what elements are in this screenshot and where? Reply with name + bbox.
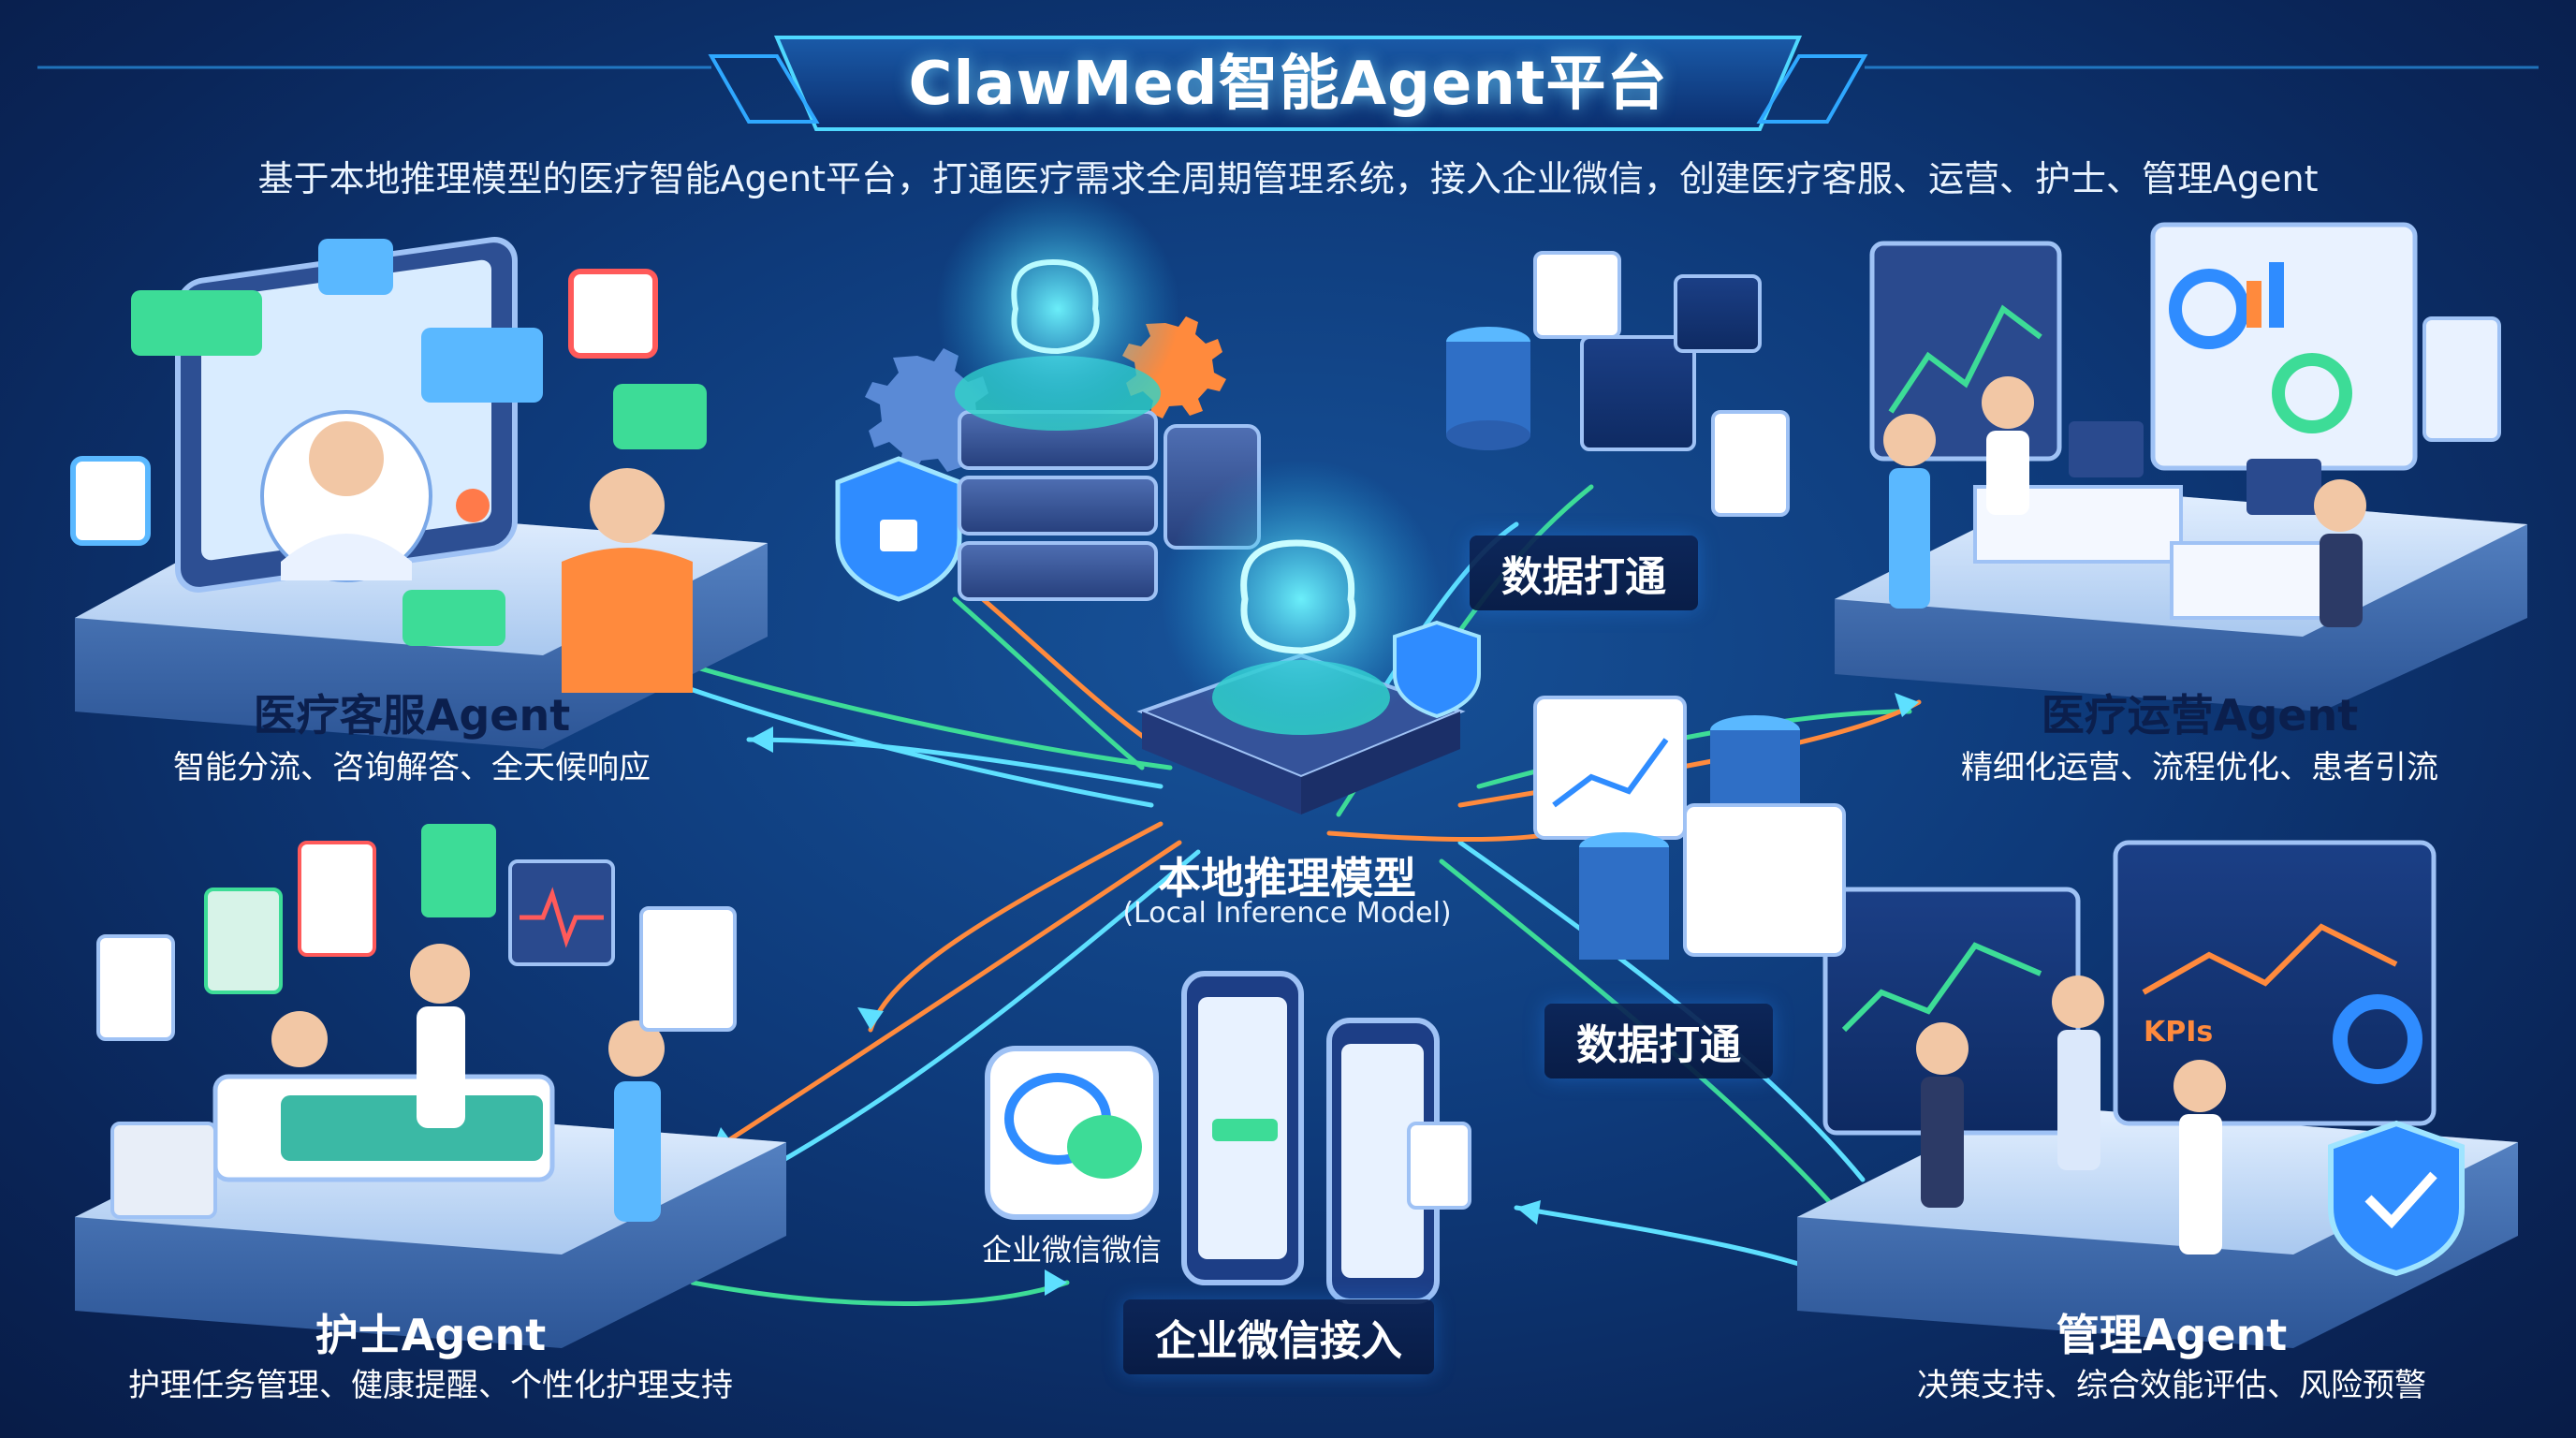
staff-figure — [1883, 414, 1936, 466]
operation-agent-desc: 精细化运营、流程优化、患者引流 — [1961, 749, 2438, 786]
chart-card-icon — [1533, 251, 1621, 339]
hologram-glow — [1161, 459, 1442, 740]
nurse-agent-scene — [75, 824, 786, 1348]
profile-card-icon — [1711, 410, 1790, 517]
chat-bubble-icon — [421, 328, 543, 403]
server-rack — [958, 541, 1158, 601]
chat-bubble-icon — [131, 290, 262, 356]
monitor-icon — [508, 859, 615, 966]
heart-card-icon — [421, 824, 496, 917]
profile-card-icon — [1407, 1122, 1471, 1210]
data-stack-top — [1446, 251, 1790, 517]
brain-icon — [1011, 258, 1100, 355]
hologram-glow — [936, 187, 1179, 431]
manager-figure — [2052, 976, 2104, 1028]
dashboard-kpi-label: KPIs — [2144, 1016, 2214, 1049]
operation-agent-title: 医疗运营Agent — [2041, 690, 2359, 741]
nurse-agent-desc: 护理任务管理、健康提醒、个性化护理支持 — [128, 1367, 733, 1404]
dashboard-screen — [2422, 316, 2501, 442]
staff-figure — [2314, 479, 2366, 532]
operation-agent-scene — [1835, 222, 2527, 712]
chart-card-icon — [1533, 696, 1687, 840]
nurse-agent-title: 护士Agent — [315, 1310, 547, 1360]
manager-figure — [2174, 1060, 2226, 1112]
service-agent-desc: 智能分流、咨询解答、全天候响应 — [173, 749, 651, 786]
management-agent-desc: 决策支持、综合效能评估、风险预警 — [1917, 1367, 2426, 1404]
medicine-card-icon — [204, 888, 283, 994]
center-model-subtitle: (Local Inference Model) — [1122, 897, 1452, 930]
title-banner: ClawMed智能Agent平台 — [777, 26, 1799, 131]
service-agent-scene — [70, 237, 768, 749]
checklist-icon — [639, 906, 737, 1032]
patient-figure — [271, 1011, 328, 1067]
nurse-figure — [410, 944, 470, 1004]
brain-icon — [1240, 539, 1356, 654]
shield-check-icon — [1393, 620, 1481, 719]
service-agent-title: 医疗客服Agent — [253, 690, 571, 741]
server-rack — [958, 476, 1158, 536]
page-title: ClawMed智能Agent平台 — [908, 50, 1668, 119]
nurse-figure — [608, 1020, 665, 1077]
calendar-icon — [70, 456, 151, 546]
management-agent-scene — [1797, 840, 2518, 1348]
data-integration-tag-mid: 数据打通 — [1544, 1004, 1773, 1078]
wecom-access-tag: 企业微信接入 — [1123, 1299, 1434, 1374]
medical-card-icon — [96, 934, 175, 1041]
data-stack-mid — [1533, 696, 1846, 960]
center-model-title: 本地推理模型 — [1158, 853, 1416, 903]
monitor-icon — [2069, 421, 2144, 477]
chart-card-icon — [1674, 274, 1762, 353]
manager-figure — [1916, 1022, 1969, 1075]
page-subtitle: 基于本地推理模型的医疗智能Agent平台，打通医疗需求全周期管理系统，接入企业微… — [257, 158, 2319, 199]
chat-bubble-icon — [402, 590, 505, 646]
chat-bubble-icon — [318, 239, 393, 295]
server-cluster — [835, 187, 1481, 814]
bedside-table — [110, 1122, 217, 1219]
staff-figure — [1982, 376, 2034, 429]
profile-card-icon — [1683, 803, 1846, 957]
first-aid-card-icon — [298, 841, 376, 957]
data-integration-tag-top: 数据打通 — [1470, 536, 1698, 610]
dashboard-screen — [2150, 222, 2418, 471]
calendar-icon — [568, 269, 658, 359]
wecom-icon-label: 企业微信微信 — [981, 1232, 1162, 1268]
chat-bubble-icon — [613, 384, 707, 449]
management-agent-title: 管理Agent — [2056, 1310, 2288, 1360]
patient-figure — [590, 468, 665, 543]
title-banner — [37, 36, 2539, 131]
chart-card-icon — [1580, 335, 1696, 451]
monitor-icon — [2247, 459, 2321, 515]
dashboard-screen — [2113, 840, 2437, 1126]
shield-check-icon — [2328, 1120, 2465, 1277]
